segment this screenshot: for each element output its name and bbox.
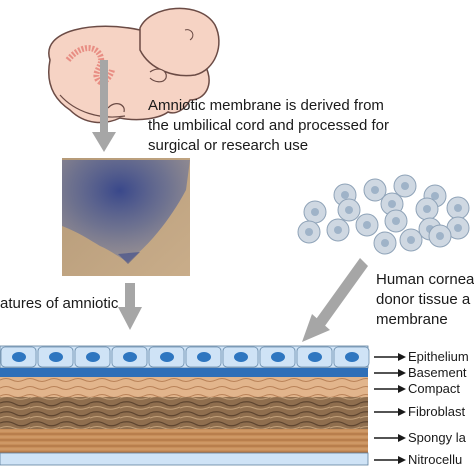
tissue-photo [62, 158, 190, 276]
epithelial-nucleus [49, 352, 63, 362]
fetus-hand [149, 68, 167, 83]
fetus-leg [59, 94, 126, 118]
corneal-cell-nucleus [401, 182, 409, 190]
epithelial-nucleus [123, 352, 137, 362]
corneal-cell-nucleus [363, 221, 371, 229]
caption-right-line1: Human cornea [376, 271, 474, 288]
membrane-layers [0, 345, 370, 466]
label-spongy: Spongy la [408, 430, 466, 445]
corneal-cell-nucleus [431, 192, 439, 200]
corneal-cell-nucleus [381, 239, 389, 247]
fetus-foot [107, 103, 125, 113]
corneal-cell-nucleus [407, 236, 415, 244]
epithelial-nucleus [160, 352, 174, 362]
caption-left: atures of amniotic [0, 295, 119, 312]
epithelial-nucleus [345, 352, 359, 362]
arrow-cells-to-layers [302, 258, 368, 342]
caption-right-line2: donor tissue a [376, 291, 471, 308]
caption-right-line3: membrane [376, 311, 448, 328]
arrow-fetus-to-tissue [92, 60, 116, 152]
label-fibroblast: Fibroblast [408, 404, 466, 419]
corneal-cell-nucleus [334, 226, 342, 234]
layer-pointer-arrows [374, 353, 406, 464]
corneal-cell-nucleus [311, 208, 319, 216]
epithelial-nucleus [234, 352, 248, 362]
layer-fibroblast [0, 397, 368, 429]
epithelial-nucleus [197, 352, 211, 362]
epithelial-nucleus [271, 352, 285, 362]
corneal-cell-nucleus [454, 204, 462, 212]
corneal-cells-cluster [297, 174, 470, 255]
layer-basement [0, 368, 368, 377]
corneal-cell-nucleus [423, 205, 431, 213]
layer-spongy [0, 429, 368, 453]
caption-top-line2: the umbilical cord and processed for [148, 117, 389, 134]
layer-nitrocellulose [0, 452, 369, 466]
fetus-ear [184, 29, 194, 41]
corneal-cell-nucleus [371, 186, 379, 194]
label-basement: Basement [408, 365, 467, 380]
stained-membrane [62, 160, 190, 262]
epithelial-nucleus [308, 352, 322, 362]
corneal-cell-nucleus [392, 217, 400, 225]
arrow-tissue-to-layers [118, 283, 142, 330]
label-epithelium: Epithelium [408, 349, 469, 364]
label-nitrocellulose: Nitrocellu [408, 452, 463, 467]
corneal-cell-nucleus [436, 232, 444, 240]
label-compact: Compact [408, 381, 461, 396]
corneal-cell-nucleus [454, 224, 462, 232]
corneal-cell-nucleus [345, 206, 353, 214]
corneal-cell-nucleus [305, 228, 313, 236]
caption-top-line3: surgical or research use [148, 137, 309, 154]
corneal-cell-nucleus [341, 191, 349, 199]
caption-top-line1: Amniotic membrane is derived from [148, 97, 384, 114]
epithelial-cells [0, 346, 370, 368]
layer-compact [0, 377, 368, 397]
fetus-illustration [48, 7, 220, 124]
epithelial-nucleus [12, 352, 26, 362]
corneal-cell-nucleus [388, 200, 396, 208]
epithelial-nucleus [86, 352, 100, 362]
